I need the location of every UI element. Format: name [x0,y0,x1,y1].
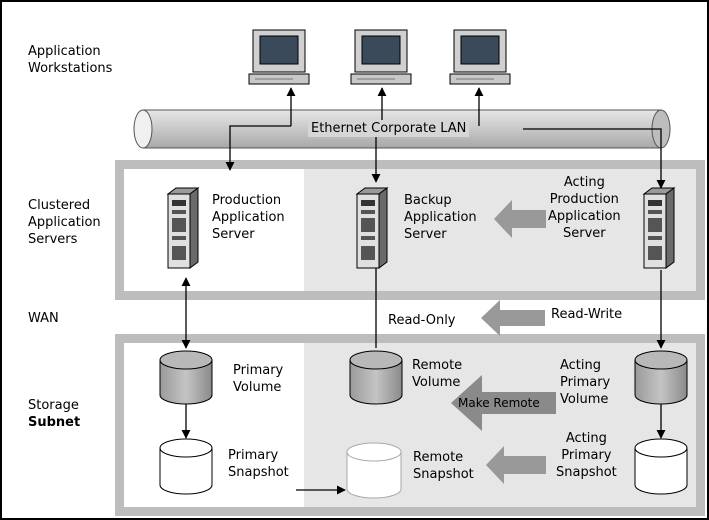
production-server-label: Production Application Server [212,193,285,242]
acting-server-label: Acting Production Application Server [548,175,621,241]
primary-volume-label: Primary Volume [233,363,284,395]
backup-server-icon [355,187,389,269]
backup-server-label: Backup Application Server [404,193,477,242]
remote-volume-label: Remote Volume [412,358,463,390]
lan-label: Ethernet Corporate LAN [308,120,470,137]
acting-volume-icon [634,350,688,405]
read-only-label: Read-Only [388,313,456,328]
remote-snapshot-label: Remote Snapshot [413,450,474,482]
acting-snapshot-icon [634,438,688,495]
make-remote-label: Make Remote [458,396,540,410]
storage-connectors [181,268,666,495]
row-label-servers: Clustered Application Servers [28,198,101,247]
acting-volume-label: Acting Primary Volume [560,358,611,407]
workstation-connectors [225,87,666,189]
primary-snapshot-label: Primary Snapshot [228,448,289,480]
wan-arrow [481,300,545,336]
acting-snapshot-label: Acting Primary Snapshot [556,431,617,480]
remote-snapshot-icon [346,442,402,499]
remote-volume-icon [349,350,403,405]
row-label-workstations: Application Workstations [28,44,113,76]
failover-arrow [494,200,546,238]
acting-server-icon [642,187,676,269]
read-write-label: Read-Write [551,307,623,322]
workstation-icon [350,29,412,85]
cluster-region [115,160,705,300]
workstation-icon [449,29,511,85]
workstation-icon [248,29,310,85]
row-label-storage: Storage Subnet [28,398,81,430]
primary-volume-icon [159,350,213,405]
snapshot-arrow [486,446,546,484]
primary-snapshot-icon [159,438,213,495]
row-label-wan: WAN [28,311,59,326]
make-remote-arrow [451,375,556,431]
production-server-icon [166,187,200,269]
